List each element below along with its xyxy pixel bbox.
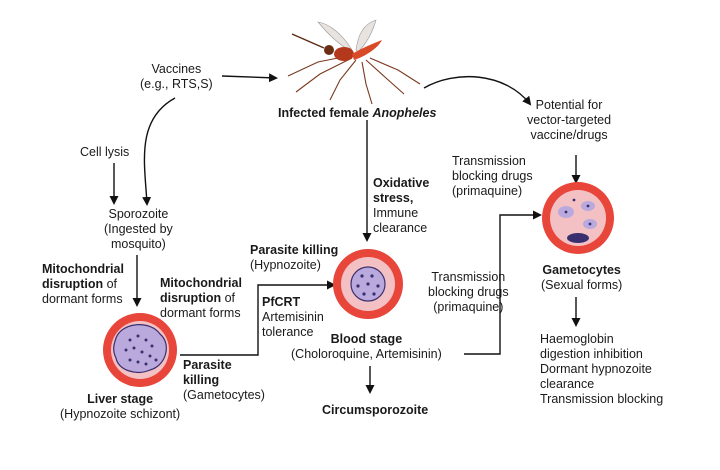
blood-stage-subtitle: (Choloroquine, Artemisinin): [291, 347, 442, 361]
blood-stage-label: Blood stage (Choloroquine, Artemisinin): [291, 332, 442, 362]
pk-hyp-line2: (Hypnozoite): [250, 258, 321, 272]
arrow-vaccines-to-mosquito: [221, 73, 278, 83]
vector-title: Infected female Anopheles: [278, 106, 436, 121]
arrow-mosquito-to-potential: [423, 75, 532, 106]
gametocyte-cell: [542, 182, 614, 254]
tbd-top-label: Transmission blocking drugs (primaquine): [452, 154, 533, 199]
mito-right-line1: Mitochondrial: [160, 276, 242, 290]
tbd-top-line3: (primaquine): [452, 184, 523, 198]
vaccines-label: Vaccines (e.g., RTS,S): [140, 62, 213, 92]
liver-stage-cell: [103, 313, 177, 387]
sporozoite-line3: mosquito): [110, 237, 166, 251]
pfcrt-bold: PfCRT: [262, 295, 301, 309]
tbd-top-line2: blocking drugs: [452, 169, 533, 183]
pk-gam-line3: (Gametocytes): [183, 388, 265, 402]
tbd-mid-line2: blocking drugs: [428, 285, 509, 299]
parasite-killing-gametocytes-label: Parasite killing (Gametocytes): [183, 358, 265, 403]
liver-stage-title: Liver stage: [87, 392, 154, 406]
potential-line2: vector-targeted: [527, 113, 612, 127]
tbd-mid-label: Transmission blocking drugs (primaquine): [428, 270, 509, 315]
effects-item: Haemoglobin: [540, 332, 614, 346]
mito-left-label: Mitochondrial disruption of dormant form…: [42, 262, 124, 307]
mito-right-rest2: of: [224, 291, 236, 305]
oxidative-line4: clearance: [373, 221, 428, 235]
vector-title-species: Anopheles: [372, 106, 437, 120]
effects-item: clearance: [540, 377, 595, 391]
cell-lysis-label: Cell lysis: [80, 145, 130, 159]
potential-line1: Potential for: [535, 98, 603, 112]
potential-label: Potential for vector-targeted vaccine/dr…: [527, 98, 611, 143]
mito-left-line3: dormant forms: [42, 292, 123, 306]
potential-line3: vaccine/drugs: [530, 128, 608, 142]
tbd-mid-line3: (primaquine): [433, 300, 504, 314]
pk-gam-line1: Parasite: [183, 358, 232, 372]
mito-right-line3: dormant forms: [160, 306, 241, 320]
gametocytes-subtitle: (Sexual forms): [541, 278, 623, 292]
sporozoite-label: Sporozoite (Ingested by mosquito): [104, 207, 173, 252]
arrow-vaccines-to-sporozoite: [142, 97, 176, 206]
circumsporozoite-label: Circumsporozoite: [322, 403, 429, 417]
effects-item: Dormant hypnozoite: [540, 362, 652, 376]
pfcrt-label: PfCRT Artemisinin tolerance: [262, 295, 324, 340]
effects-list: Haemoglobin digestion inhibition Dormant…: [540, 332, 663, 407]
pfcrt-line3: tolerance: [262, 325, 314, 339]
liver-stage-subtitle: (Hypnozoite schizont): [60, 407, 181, 421]
oxidative-line1: Oxidative: [373, 176, 430, 190]
liver-stage-label: Liver stage (Hypnozoite schizont): [60, 392, 180, 422]
oxidative-line3: Immune: [373, 206, 419, 220]
parasite-killing-hypnozoite-label: Parasite killing (Hypnozoite): [250, 243, 338, 273]
pfcrt-line2: Artemisinin: [262, 310, 324, 324]
effects-item: Transmission blocking: [540, 392, 664, 406]
mito-left-line1: Mitochondrial: [42, 262, 124, 276]
effects-item: digestion inhibition: [540, 347, 643, 361]
vector-title-prefix: Infected female: [278, 106, 370, 120]
pk-gam-line2: killing: [183, 373, 220, 387]
mito-left-bold2: disruption: [42, 277, 104, 291]
sporozoite-line2: (Ingested by: [104, 222, 173, 236]
arrow-liver-to-blood: [180, 280, 336, 356]
blood-stage-cell: [333, 249, 403, 319]
mosquito-icon: [287, 19, 421, 105]
vaccines-line2: (e.g., RTS,S): [140, 77, 213, 91]
mito-left-rest2: of: [106, 277, 118, 291]
oxidative-label: Oxidative stress, Immune clearance: [373, 176, 429, 236]
vaccines-line1: Vaccines: [151, 62, 202, 76]
tbd-top-line1: Transmission: [452, 154, 526, 168]
blood-stage-title: Blood stage: [330, 332, 403, 346]
arrow-blood-to-gametocytes: [464, 210, 542, 355]
gametocytes-label: Gametocytes (Sexual forms): [541, 263, 622, 293]
tbd-mid-line1: Transmission: [431, 270, 506, 284]
pk-hyp-bold: Parasite killing: [250, 243, 339, 257]
oxidative-line2: stress,: [373, 191, 414, 205]
gametocytes-title: Gametocytes: [542, 263, 621, 277]
mito-right-bold2: disruption: [160, 291, 222, 305]
mito-right-label: Mitochondrial disruption of dormant form…: [160, 276, 242, 321]
sporozoite-line1: Sporozoite: [108, 207, 169, 221]
